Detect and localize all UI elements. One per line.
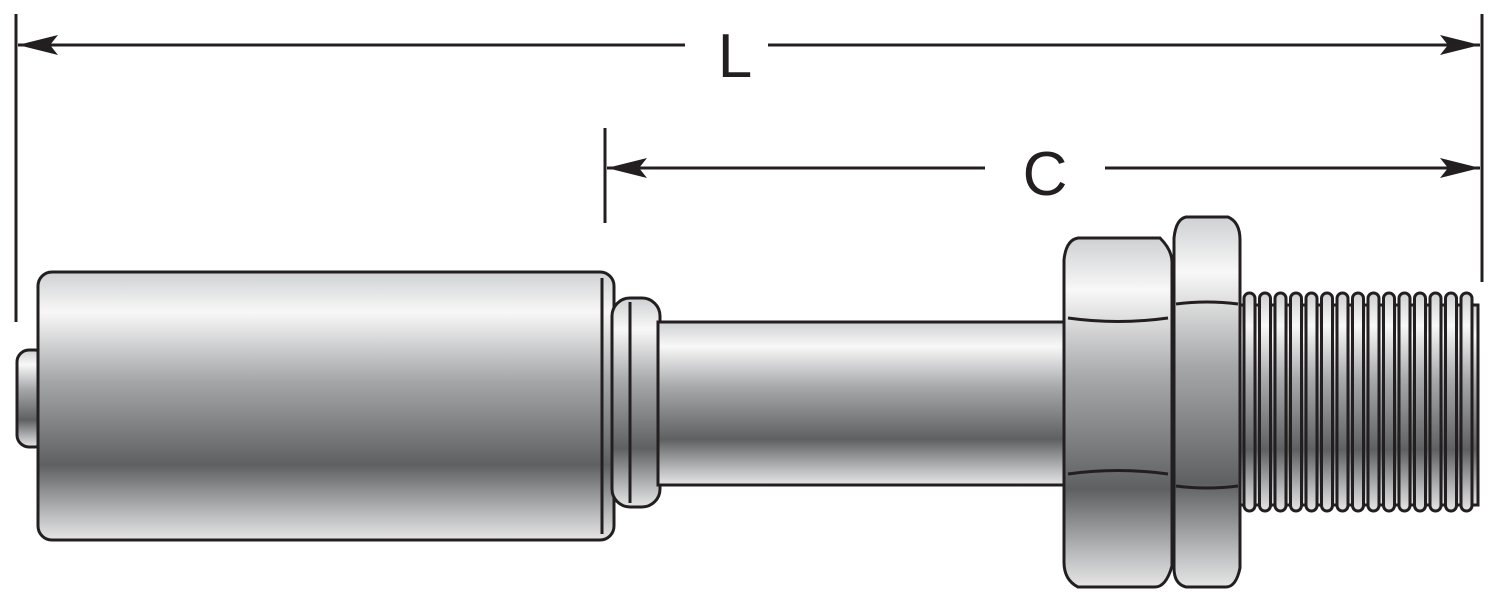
hex-nut [1062,236,1174,589]
thread-ridge [1428,291,1443,513]
ferrule [36,270,616,542]
thread-ridge [1444,291,1458,513]
thread-ridge [1413,291,1427,513]
thread-ridge [1320,291,1334,513]
thread-ridge [1335,291,1350,513]
collar [610,296,662,509]
dimension-label-c: C [1023,140,1068,209]
jam-nut [1172,215,1242,589]
thread-ridge [1242,291,1257,513]
thread-section [1238,291,1480,513]
thread-ridge [1289,291,1303,513]
thread-ridge [1304,291,1319,513]
thread-ridge [1382,291,1396,513]
thread-ridge [1258,291,1272,513]
thread-ridge [1351,291,1365,513]
thread-ridge [1397,291,1412,513]
dimension-label-l: L [718,22,752,91]
dimension-lines [14,14,1484,322]
hex-nut-facets [1067,316,1169,476]
thread-ridge [1366,291,1381,513]
hose-fitting [15,215,1480,589]
jam-nut-facets [1175,300,1239,490]
thread-ridge [1459,291,1474,513]
thread-ridge [1273,291,1288,513]
tube [656,320,1070,487]
